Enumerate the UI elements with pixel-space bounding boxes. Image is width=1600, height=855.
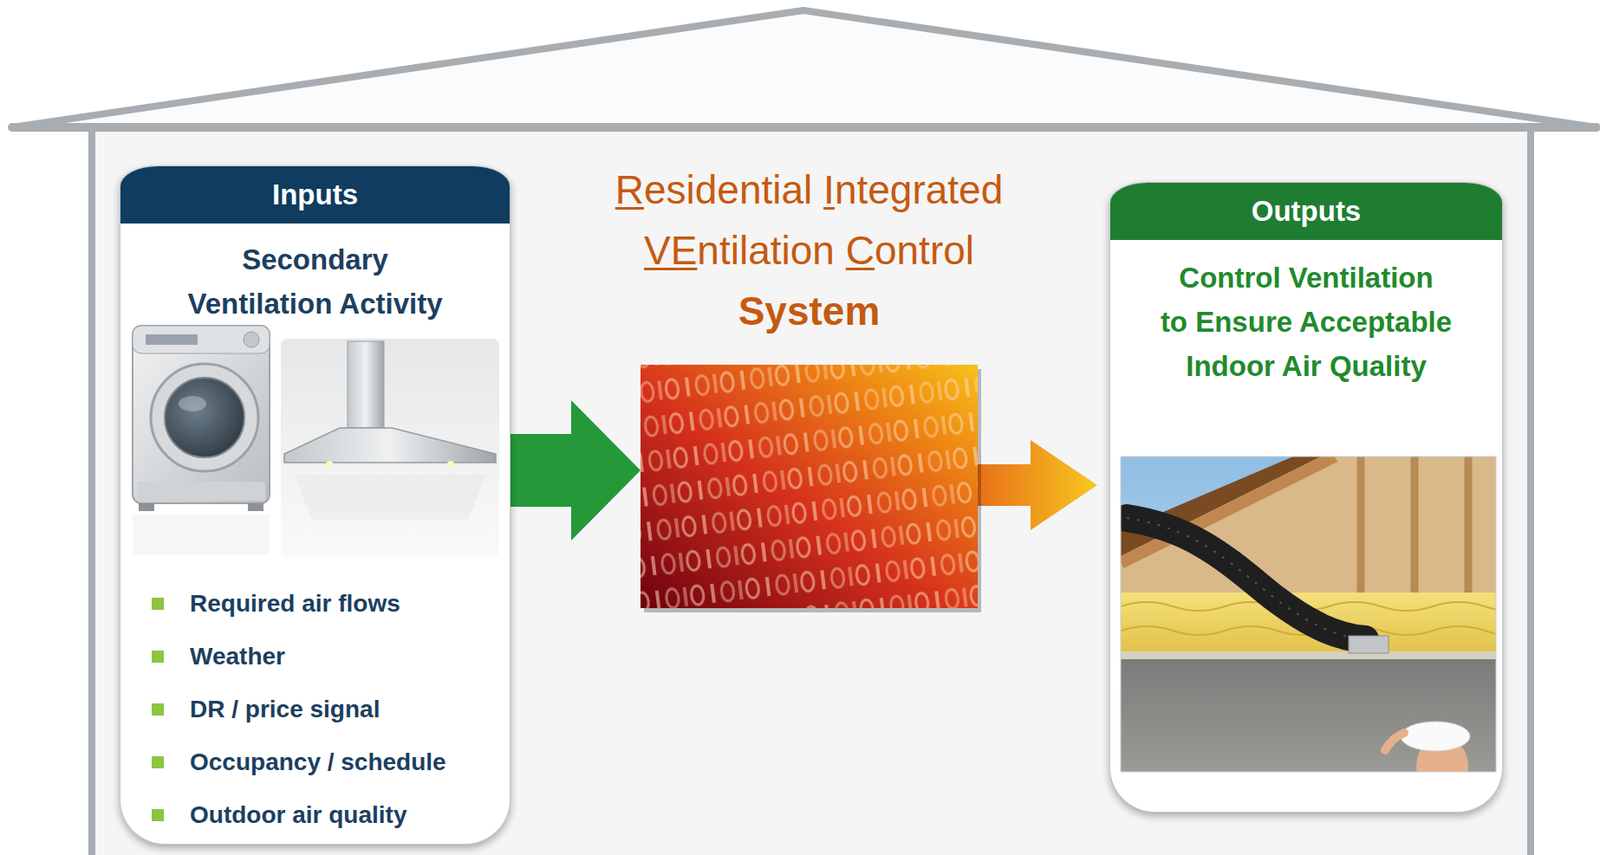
hood-chimney — [347, 341, 384, 429]
washer-door — [150, 364, 259, 472]
hood-light — [325, 461, 333, 469]
ceiling-edge — [1120, 651, 1496, 660]
bullet-item: Weather — [120, 639, 510, 675]
input-panel: InputsSecondary Ventilation ActivityRequ… — [119, 165, 511, 846]
bullet-item: Required air flows — [120, 586, 510, 622]
panel-subtitle: Control Ventilation to Ensure Acceptable… — [1110, 255, 1503, 389]
panel-subtitle: Secondary Ventilation Activity — [120, 237, 510, 326]
vent-box — [1348, 636, 1389, 654]
bullet-item: Outdoor air quality — [120, 798, 510, 833]
flex-duct — [1126, 518, 1366, 640]
insulation-texture — [1120, 602, 1496, 636]
person-towel — [1400, 721, 1470, 752]
hood-light — [447, 461, 455, 469]
flow-arrow — [510, 400, 641, 541]
photo-frame — [1120, 456, 1496, 773]
insulation — [1120, 592, 1496, 654]
stud — [1411, 456, 1419, 607]
roof — [12, 10, 1597, 128]
person-arm — [1385, 733, 1405, 751]
hood-reflection — [294, 474, 486, 521]
panel-header: Outputs — [1110, 182, 1503, 241]
output-panel: OutputsControl Ventilation to Ensure Acc… — [1109, 182, 1503, 814]
attic-photo — [1120, 456, 1496, 773]
control-system-box: Residential Integrated VEntilation Contr… — [640, 364, 978, 609]
stud — [1357, 456, 1366, 607]
image-shadow — [643, 369, 982, 613]
hood-canopy — [284, 428, 496, 463]
house-wall — [91, 127, 1531, 855]
stud — [1464, 456, 1473, 607]
washer-panel — [132, 325, 270, 354]
flow-arrow — [977, 440, 1098, 531]
binary-background — [640, 364, 978, 609]
attic-interior — [1120, 456, 1496, 607]
washer-foot — [247, 503, 264, 512]
binary-digits-pattern — [640, 364, 978, 609]
washer-glass — [164, 377, 245, 458]
washer-knob — [243, 331, 260, 348]
duct-ribs — [1126, 518, 1366, 640]
rafter — [1120, 456, 1335, 564]
ceiling-wall — [1120, 659, 1496, 773]
person-face — [1416, 736, 1469, 773]
washer-body — [132, 325, 270, 504]
washing-machine — [132, 325, 270, 555]
range-hood — [280, 338, 500, 560]
sky — [1120, 456, 1496, 773]
eave-line — [12, 123, 1597, 132]
panel-header: Inputs — [120, 166, 510, 224]
washer-display — [145, 334, 198, 345]
bullet-item: Occupancy / schedule — [120, 745, 510, 781]
hood-backdrop — [280, 338, 500, 560]
roof-deck — [1120, 456, 1321, 557]
binary-code-image — [640, 364, 982, 613]
washer-base — [136, 481, 266, 501]
washer-foot — [138, 503, 155, 512]
washer-reflection — [132, 514, 270, 555]
system-title: Residential Integrated VEntilation Contr… — [566, 159, 1053, 342]
glass-shine — [178, 396, 207, 412]
bullet-item: DR / price signal — [120, 692, 510, 728]
